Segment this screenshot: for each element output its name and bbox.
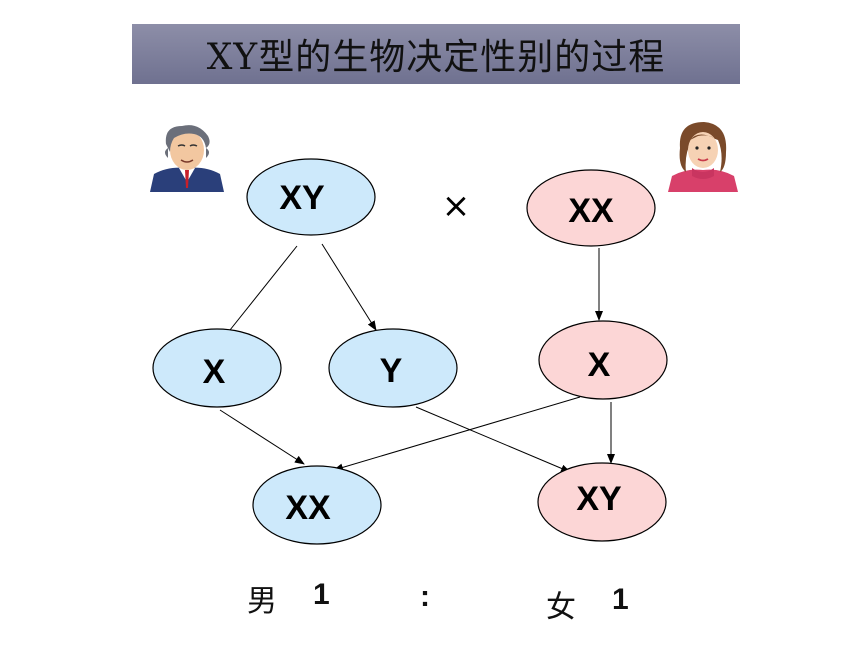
female-parent-genotype: XX bbox=[568, 192, 614, 230]
female-parent-node: XX bbox=[526, 169, 656, 247]
son-node: XY bbox=[537, 462, 667, 542]
ratio-separator: : bbox=[420, 580, 430, 613]
male-gamete-y-label: Y bbox=[380, 352, 403, 390]
ratio-female-label: 女 bbox=[546, 590, 576, 625]
page-title: XY型的生物决定性别的过程 bbox=[206, 37, 666, 78]
male-gamete-x-node: X bbox=[152, 328, 282, 408]
arrow-male-x-to-daughter bbox=[219, 409, 305, 465]
connector-male-parent-to-x bbox=[229, 245, 298, 331]
cross-symbol: × bbox=[442, 186, 471, 226]
ratio-female-value: 1 bbox=[612, 583, 629, 616]
male-parent-genotype: XY bbox=[279, 179, 325, 217]
arrow-male-parent-to-y bbox=[321, 243, 377, 331]
father-portrait-icon bbox=[150, 125, 224, 192]
mother-portrait-icon bbox=[668, 122, 738, 192]
son-genotype: XY bbox=[576, 480, 622, 518]
daughter-genotype: XX bbox=[285, 489, 331, 527]
male-gamete-x-label: X bbox=[203, 353, 226, 391]
male-gamete-y-node: Y bbox=[328, 328, 458, 408]
female-gamete-x-node: X bbox=[538, 320, 668, 400]
arrow-female-x-to-daughter bbox=[333, 396, 581, 472]
male-parent-node: XY bbox=[246, 158, 376, 236]
arrow-y-to-son bbox=[415, 406, 571, 473]
daughter-node: XX bbox=[252, 465, 382, 545]
ratio-male-value: 1 bbox=[313, 578, 330, 611]
ratio-male-label: 男 bbox=[247, 584, 277, 619]
title-bar: XY型的生物决定性别的过程 bbox=[132, 24, 740, 84]
female-gamete-x-label: X bbox=[588, 346, 611, 384]
